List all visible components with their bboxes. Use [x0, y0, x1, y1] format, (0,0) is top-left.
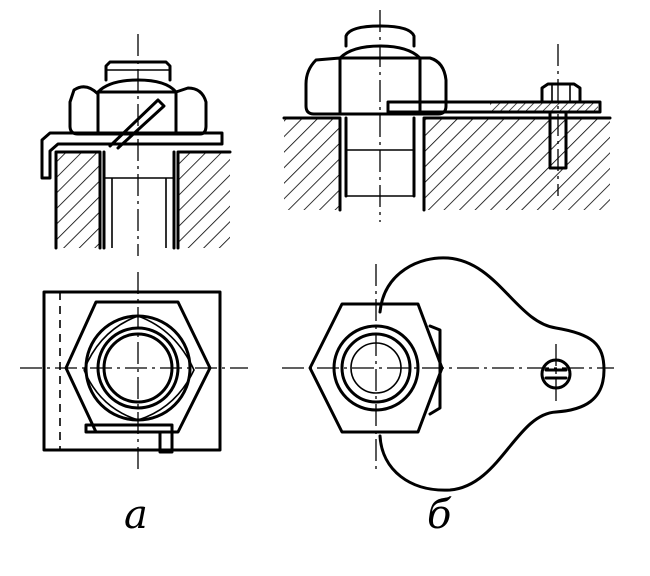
lock-plate-outline	[378, 256, 606, 492]
base-b-right-hatch	[424, 118, 610, 210]
square-washer	[42, 290, 222, 452]
view-a-plan	[20, 272, 248, 470]
lock-plate-hatch	[490, 103, 598, 111]
view-a-label: а	[124, 492, 148, 538]
base-right-hatch	[178, 152, 230, 248]
base-left-hatch	[56, 152, 100, 248]
view-b-section	[282, 10, 612, 222]
view-b-label: б	[427, 492, 452, 538]
view-a-section	[40, 34, 232, 256]
view-b-plan	[282, 256, 614, 492]
base-b-left-hatch	[284, 118, 340, 210]
